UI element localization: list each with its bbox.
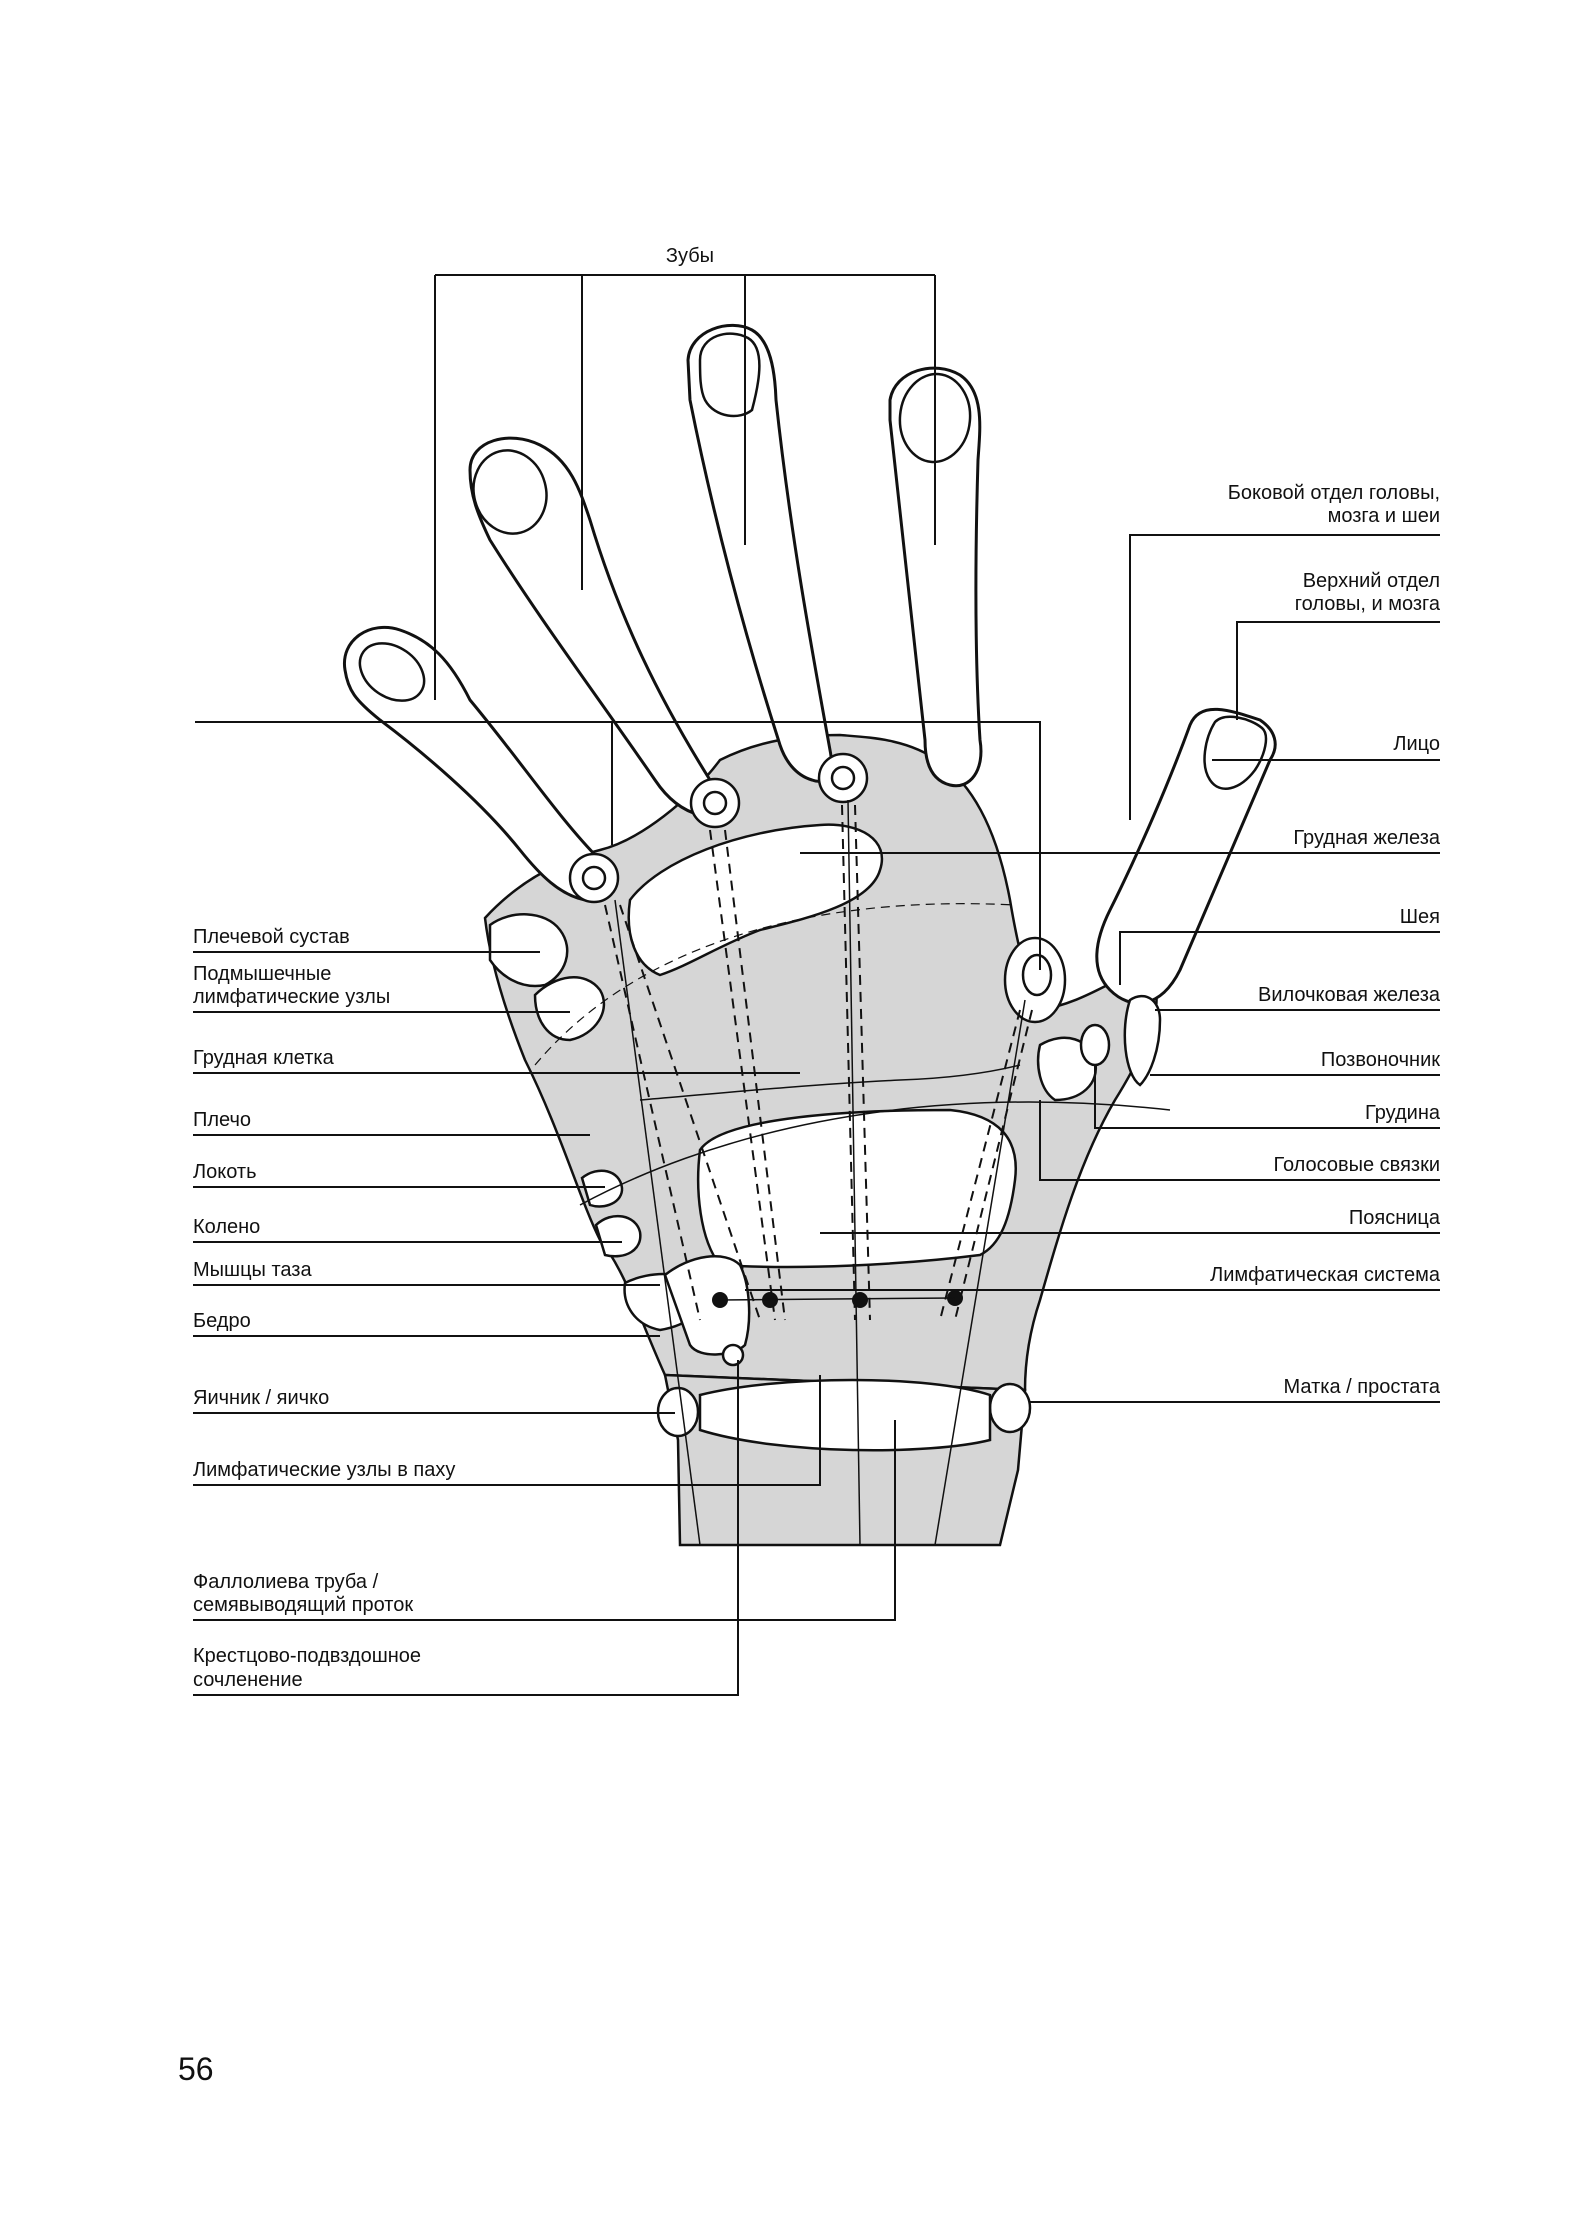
knee-area — [594, 1214, 642, 1258]
label-sacroiliac-1: Крестцово-подвздошное — [193, 1645, 421, 1667]
teeth-bracket — [434, 274, 936, 700]
spine-area — [1123, 994, 1162, 1087]
label-neck: Шея — [1400, 906, 1440, 928]
tendon-1 — [604, 904, 701, 1321]
middle-palm-band — [639, 1064, 1021, 1101]
label-thymus: Вилочковая железа — [1258, 984, 1441, 1006]
label-shoulder-joint: Плечевой сустав — [193, 926, 350, 948]
label-groin-nodes: Лимфатические узлы в паху — [193, 1459, 455, 1481]
label-fallopian-2: семявыводящий проток — [193, 1594, 413, 1616]
pelvic-area — [663, 1255, 751, 1356]
tendon-9 — [614, 899, 701, 1546]
label-fallopian-1: Фаллолиева труба / — [193, 1571, 379, 1593]
tendon-11 — [934, 999, 1026, 1546]
index-base-inner — [1021, 953, 1053, 997]
tendon-4 — [724, 829, 786, 1321]
label-breast: Грудная железа — [1293, 827, 1441, 849]
label-upper-head-1: Верхний отдел — [1303, 570, 1440, 592]
label-chest: Грудная клетка — [193, 1047, 335, 1069]
tendon-3 — [709, 829, 776, 1321]
label-face: Лицо — [1393, 733, 1440, 755]
thumb-nail — [1203, 715, 1268, 790]
lymph-line — [719, 1297, 956, 1301]
middle-finger — [686, 324, 833, 783]
uterus-right — [988, 1382, 1032, 1434]
tendon-6 — [854, 804, 871, 1321]
lymph-dot-3 — [852, 1292, 868, 1308]
label-spine: Позвоночник — [1321, 1049, 1440, 1071]
ring-nail — [472, 449, 548, 535]
right-leaders — [745, 534, 1440, 1403]
waist-line — [579, 1101, 1171, 1206]
label-side-head-2: мозга и шеи — [1328, 505, 1440, 527]
tendon-10 — [847, 799, 861, 1546]
label-shoulder: Плечо — [193, 1109, 251, 1131]
chest-zone — [627, 823, 884, 977]
vocal-cords-area — [1079, 1023, 1111, 1067]
label-lymphatic: Лимфатическая система — [1210, 1264, 1441, 1286]
label-hip: Бедро — [193, 1310, 251, 1332]
label-upper-head-2: головы, и мозга — [1295, 593, 1441, 615]
groin-band — [698, 1378, 992, 1452]
tendon-7 — [939, 1009, 1021, 1321]
index-finger — [888, 366, 983, 788]
label-uterus-prostate: Матка / простата — [1284, 1376, 1441, 1398]
page-number: 56 — [178, 2051, 214, 2087]
label-sternum: Грудина — [1365, 1102, 1441, 1124]
label-ovary-testis: Яичник / яичко — [193, 1387, 329, 1409]
label-knee: Колено — [193, 1216, 260, 1238]
teeth-label: Зубы — [666, 245, 714, 267]
label-elbow: Локоть — [193, 1161, 257, 1183]
elbow-area — [580, 1169, 624, 1208]
label-pelvic-muscles: Мышцы таза — [193, 1259, 312, 1281]
pinky-base-inner — [581, 865, 607, 891]
label-vocal-cords: Голосовые связки — [1273, 1154, 1440, 1176]
label-lower-back: Поясница — [1349, 1207, 1441, 1229]
tendon-8 — [954, 1009, 1033, 1321]
label-sacroiliac-2: сочленение — [193, 1669, 303, 1691]
tendon-2 — [619, 904, 761, 1321]
axillary-area — [533, 976, 606, 1042]
ring-base-inner — [702, 790, 728, 816]
hand-illustration — [343, 324, 1277, 1547]
label-axillary-nodes-2: лимфатические узлы — [193, 986, 390, 1008]
middle-base-inner — [830, 765, 856, 791]
middle-nail — [698, 332, 761, 418]
label-axillary-nodes-1: Подмышечные — [193, 963, 331, 985]
diaphragm-line — [534, 903, 1016, 1066]
left-leaders — [193, 721, 1041, 1696]
sacroiliac-point — [721, 1343, 745, 1367]
shoulder-area — [488, 913, 569, 988]
pinky-nail — [358, 642, 426, 702]
tendon-5 — [841, 804, 856, 1321]
lower-back-zone — [696, 1108, 1017, 1269]
label-side-head-1: Боковой отдел головы, — [1228, 482, 1440, 504]
